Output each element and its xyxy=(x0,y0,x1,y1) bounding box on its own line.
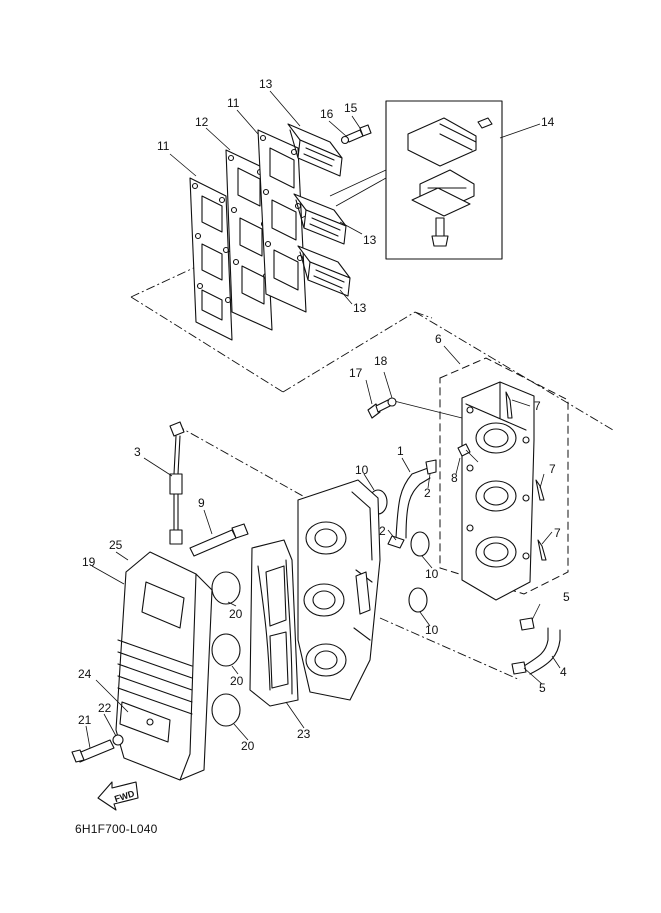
gasket-23 xyxy=(249,539,299,707)
callout-17: 17 xyxy=(349,366,363,380)
callout-13-top: 13 xyxy=(259,77,273,91)
hose-1 xyxy=(387,459,437,549)
o-rings-20 xyxy=(211,571,241,727)
screw-15 xyxy=(345,124,372,143)
reed-valve-bottom xyxy=(297,245,351,297)
reed-valve-gaskets xyxy=(189,129,307,341)
callout-10-bottom: 10 xyxy=(425,623,439,637)
callout-12: 12 xyxy=(195,115,209,129)
callout-3: 3 xyxy=(134,445,141,459)
callout-23: 23 xyxy=(297,727,311,741)
reed-valve-assemblies xyxy=(287,123,372,297)
callout-2-upper: 2 xyxy=(424,486,431,500)
callout-6: 6 xyxy=(435,332,442,346)
callout-2-lower: 2 xyxy=(379,524,386,538)
callout-11-lower: 11 xyxy=(157,139,170,153)
callout-9: 9 xyxy=(198,496,205,510)
leader-lines xyxy=(85,90,561,749)
callout-24: 24 xyxy=(78,667,92,681)
bolt-21 xyxy=(71,739,115,763)
callout-14: 14 xyxy=(541,115,555,129)
callout-7-bottom: 7 xyxy=(554,526,561,540)
wire-lead-3 xyxy=(169,421,185,545)
callout-13-mid: 13 xyxy=(363,233,377,247)
bolt-9 xyxy=(189,523,249,557)
callout-21: 21 xyxy=(78,713,92,727)
callout-labels: 13 11 16 15 12 14 11 13 13 6 18 17 7 3 1… xyxy=(78,77,570,753)
reed-valve-top xyxy=(287,123,343,177)
detail-box-14 xyxy=(329,100,503,260)
block-housing xyxy=(297,479,381,701)
callout-5-top: 5 xyxy=(563,590,570,604)
callout-20-top: 20 xyxy=(229,607,243,621)
bolt-17 xyxy=(367,399,463,419)
gasket-rear xyxy=(257,129,307,313)
callout-13-bottom: 13 xyxy=(353,301,367,315)
reed-valve-mid xyxy=(293,193,347,245)
callout-7-top: 7 xyxy=(534,399,541,413)
callout-10-mid: 10 xyxy=(425,567,439,581)
callout-1: 1 xyxy=(397,444,404,458)
callout-7-mid: 7 xyxy=(549,462,556,476)
callout-4: 4 xyxy=(560,665,567,679)
callout-20-bottom: 20 xyxy=(241,739,255,753)
callout-5-bottom: 5 xyxy=(539,681,546,695)
callout-15: 15 xyxy=(344,101,358,115)
callout-8: 8 xyxy=(451,471,458,485)
callout-11-upper: 11 xyxy=(227,96,240,110)
callout-19: 19 xyxy=(82,555,96,569)
callout-22: 22 xyxy=(98,701,112,715)
washer-18 xyxy=(387,397,397,407)
callout-16: 16 xyxy=(320,107,334,121)
callout-25: 25 xyxy=(109,538,123,552)
callout-20-mid: 20 xyxy=(230,674,244,688)
washer-22 xyxy=(112,734,124,746)
callout-10-top: 10 xyxy=(355,463,369,477)
gasket-middle xyxy=(225,149,273,331)
washer-16 xyxy=(340,135,350,145)
fwd-arrow-icon: FWD xyxy=(97,781,139,811)
diagram-code: 6H1F700-L040 xyxy=(75,822,158,836)
reference-outlines xyxy=(130,212,614,681)
hose-4 xyxy=(511,617,561,675)
intake-manifold xyxy=(457,381,547,601)
gasket-front xyxy=(189,177,233,341)
silencer-cover-19 xyxy=(115,551,213,781)
callout-18: 18 xyxy=(374,354,388,368)
